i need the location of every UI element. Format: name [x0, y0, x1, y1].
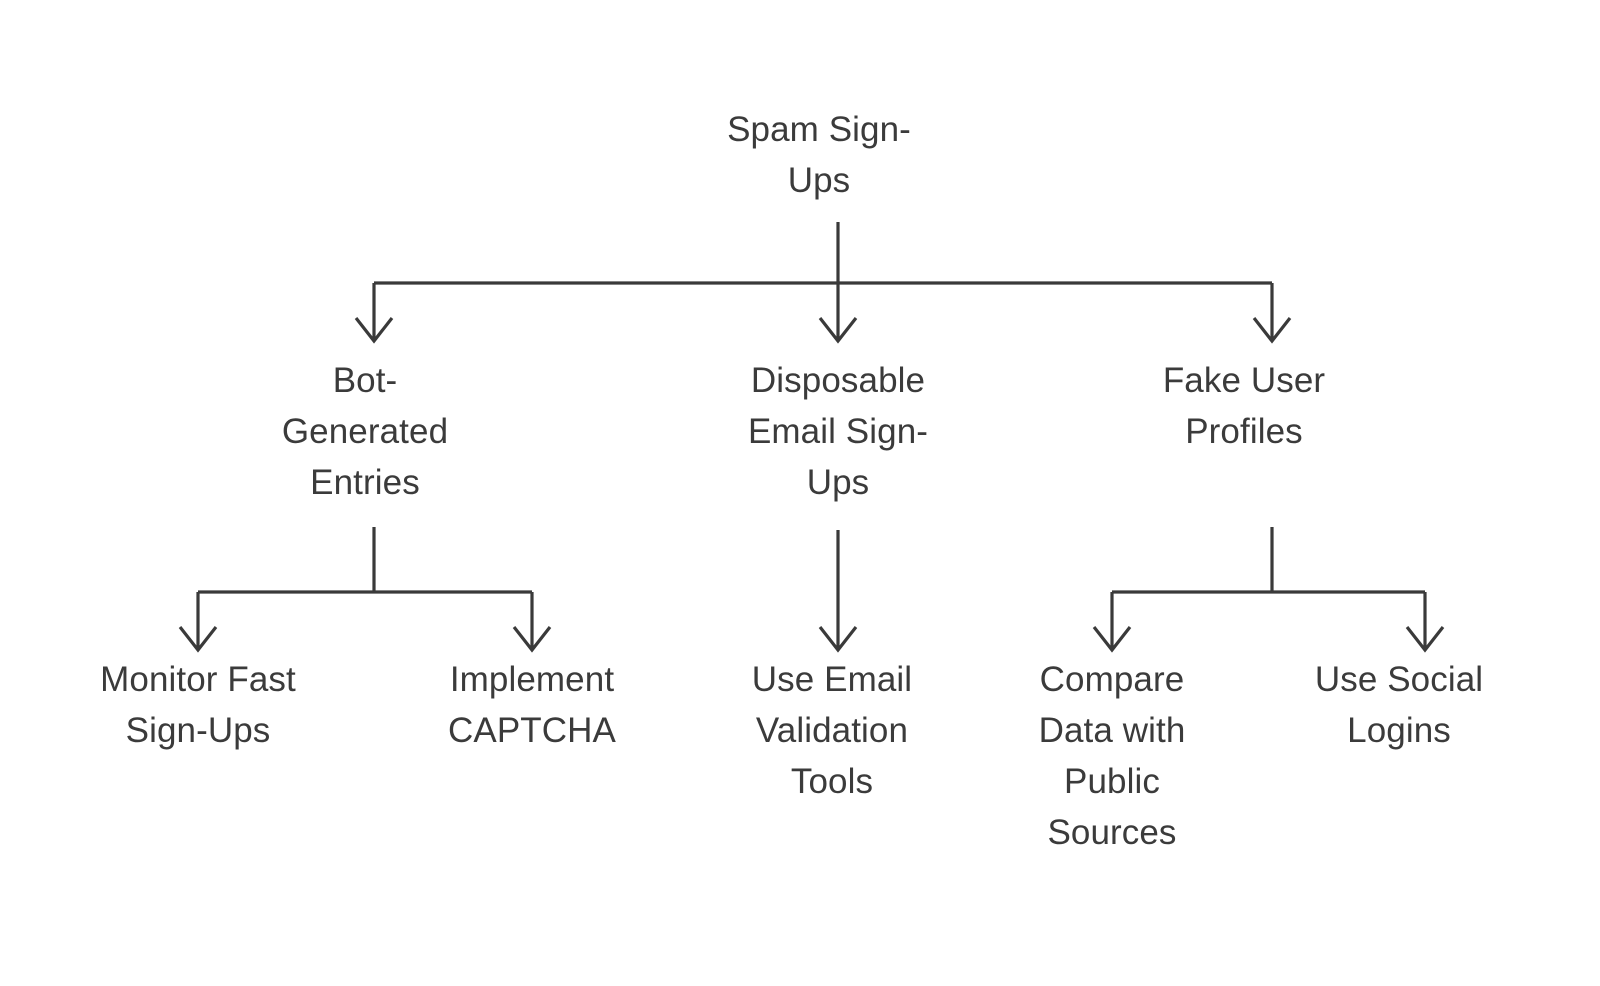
arrowhead-monitor-fast-sign-ups — [178, 626, 218, 653]
arrowhead-fake-user — [1252, 317, 1292, 344]
node-compare-data-with-public-sources: Compare Data with Public Sources — [1038, 660, 1186, 852]
arrowhead-implement-captcha — [512, 626, 552, 653]
arrowhead-use-email-validation-tools — [818, 626, 858, 653]
node-spam-sign-ups: Spam Sign- Ups — [727, 110, 911, 200]
arrowhead-compare-data-with-public-sources — [1092, 626, 1132, 653]
arrowhead-disposable-email — [818, 317, 858, 344]
node-use-social-logins: Use Social Logins — [1314, 660, 1484, 750]
node-fake-user-profiles: Fake User Profiles — [1162, 361, 1326, 451]
node-bot-generated-entries: Bot- Generated Entries — [281, 361, 449, 502]
node-disposable-email-sign-ups: Disposable Email Sign- Ups — [747, 361, 929, 502]
arrowhead-bot-generated — [354, 317, 394, 344]
node-implement-captcha: Implement CAPTCHA — [448, 660, 616, 750]
arrowhead-use-social-logins — [1405, 626, 1445, 653]
node-use-email-validation-tools: Use Email Validation Tools — [751, 660, 913, 801]
node-monitor-fast-sign-ups: Monitor Fast Sign-Ups — [100, 660, 296, 750]
